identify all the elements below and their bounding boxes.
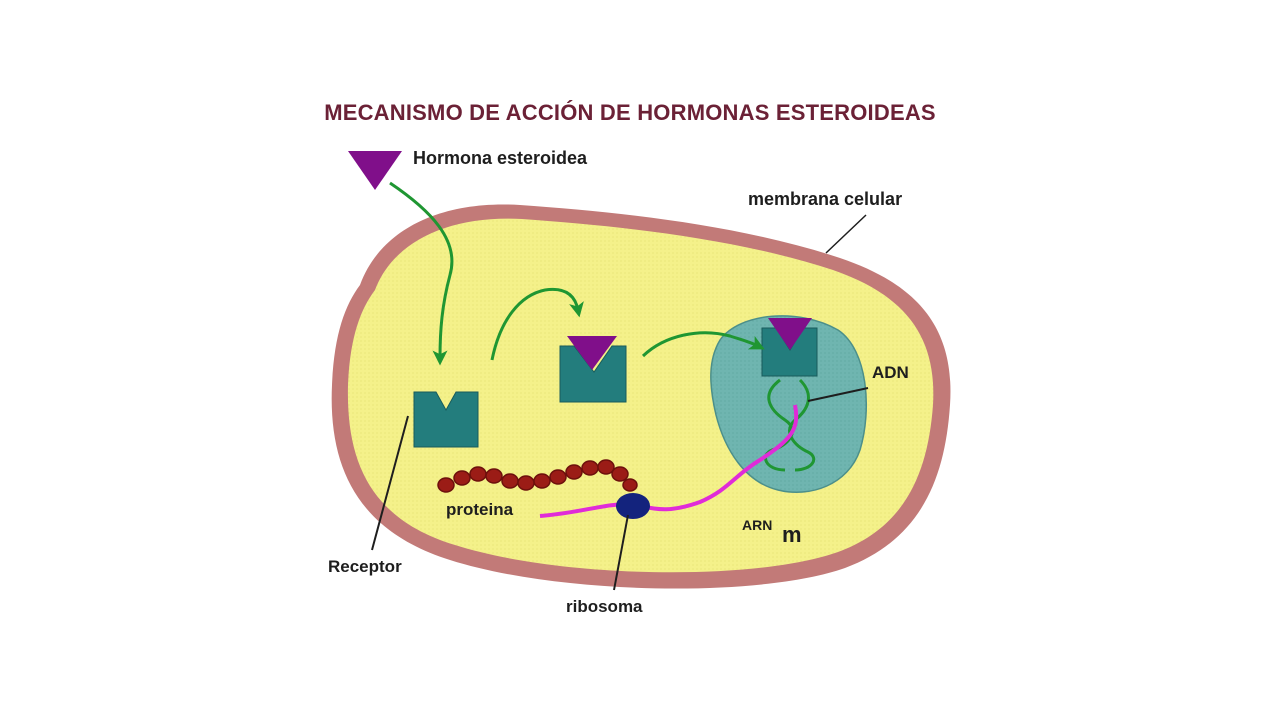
hormone-nuclear <box>768 318 812 350</box>
nucleus <box>710 315 868 494</box>
label-hormone: Hormona esteroidea <box>413 148 588 168</box>
receptor-pointer <box>371 415 409 551</box>
arrow-binding <box>490 287 584 361</box>
label-receptor: Receptor <box>328 557 402 576</box>
ribosome <box>616 493 650 519</box>
hormone-bound <box>567 336 617 370</box>
label-protein: proteina <box>446 500 514 519</box>
dna-strand-2 <box>788 378 816 472</box>
receptor-empty <box>413 391 479 448</box>
ribosome-pointer <box>613 514 629 591</box>
membrane-pointer <box>825 214 867 254</box>
label-mrna: ARN <box>742 517 772 533</box>
label-mrna-sub: m <box>782 522 802 547</box>
arrow-entry <box>389 181 454 366</box>
dna-pointer <box>807 387 869 402</box>
label-dna: ADN <box>872 363 909 382</box>
label-membrane: membrana celular <box>748 189 902 209</box>
hormone-icon <box>348 151 402 190</box>
label-ribosome: ribosoma <box>566 597 643 616</box>
arrow-nucleus <box>641 331 765 358</box>
page-title: MECANISMO DE ACCIÓN DE HORMONAS ESTEROID… <box>324 100 936 125</box>
receptor-bound <box>559 345 627 403</box>
protein-chain <box>437 459 638 493</box>
mrna-strand <box>539 404 799 518</box>
